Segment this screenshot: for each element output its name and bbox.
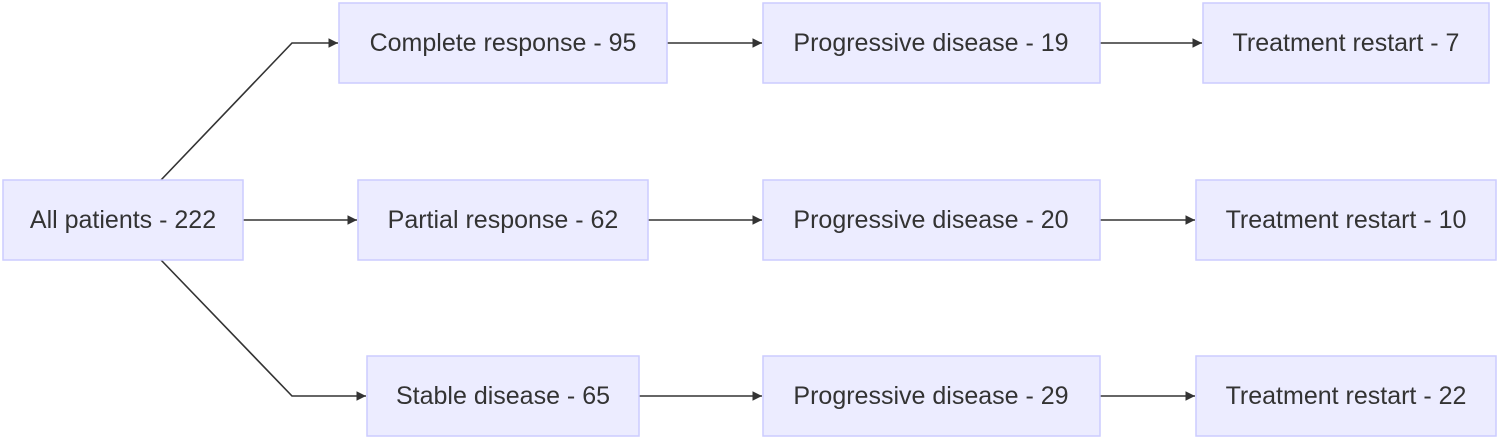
node-treatment-restart-cr-label: Treatment restart - 7 (1233, 29, 1460, 57)
node-complete-response-label: Complete response - 95 (370, 29, 637, 57)
node-progressive-disease-cr: Progressive disease - 19 (762, 2, 1101, 84)
node-progressive-disease-cr-label: Progressive disease - 19 (793, 29, 1068, 57)
node-stable-disease: Stable disease - 65 (366, 355, 640, 437)
node-partial-response-label: Partial response - 62 (388, 206, 619, 234)
node-partial-response: Partial response - 62 (357, 179, 649, 261)
edge-all-to-stable-disease (160, 259, 366, 401)
node-all-patients-label: All patients - 222 (30, 206, 216, 234)
node-progressive-disease-sd-label: Progressive disease - 29 (793, 382, 1068, 410)
node-treatment-restart-pr-label: Treatment restart - 10 (1226, 206, 1467, 234)
node-complete-response: Complete response - 95 (338, 2, 668, 84)
node-all-patients: All patients - 222 (2, 179, 244, 261)
node-treatment-restart-sd: Treatment restart - 22 (1195, 355, 1497, 437)
node-progressive-disease-pr-label: Progressive disease - 20 (793, 206, 1068, 234)
node-stable-disease-label: Stable disease - 65 (396, 382, 610, 410)
edges (160, 38, 1202, 401)
node-treatment-restart-cr: Treatment restart - 7 (1202, 2, 1490, 84)
node-progressive-disease-pr: Progressive disease - 20 (762, 179, 1101, 261)
node-treatment-restart-pr: Treatment restart - 10 (1195, 179, 1497, 261)
node-treatment-restart-sd-label: Treatment restart - 22 (1226, 382, 1467, 410)
node-progressive-disease-sd: Progressive disease - 29 (762, 355, 1101, 437)
edge-all-to-complete-response (160, 38, 338, 181)
